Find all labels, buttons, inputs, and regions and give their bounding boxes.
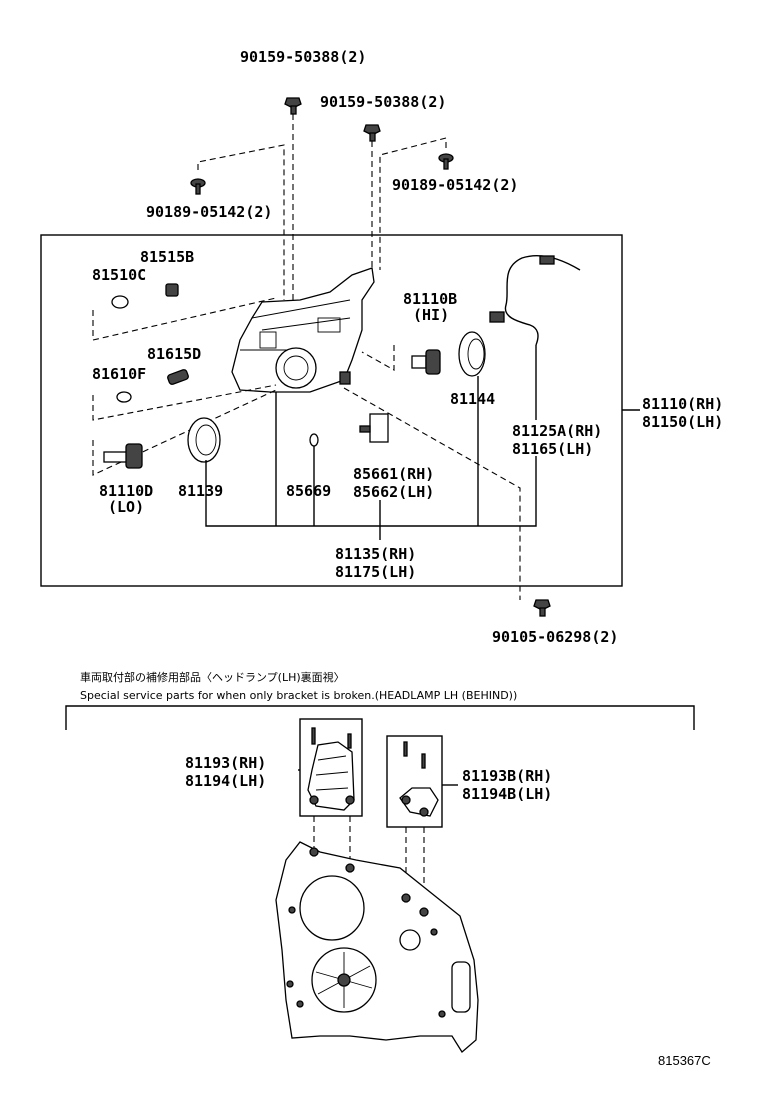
diagram-code: 815367C	[658, 1053, 711, 1068]
bolt-90159-right-icon	[363, 124, 381, 142]
label-bolt-90159-left: 90159-50388(2)	[240, 48, 366, 66]
leader-screw-right	[379, 137, 447, 270]
wire-harness-81125a-icon	[489, 254, 581, 346]
lower-section-bracket	[65, 705, 695, 730]
ring-81139-icon	[187, 417, 221, 463]
part-81515b-icon	[165, 283, 179, 297]
label-85661-rh: 85661(RH)	[353, 465, 434, 483]
part-81615d-icon	[167, 369, 189, 385]
label-81610f: 81610F	[92, 365, 146, 383]
label-81110b-hi: (HI)	[413, 306, 449, 324]
label-81515b: 81515B	[140, 248, 194, 266]
headlamp-housing	[231, 267, 375, 393]
screw-90189-right-icon	[438, 153, 454, 170]
label-81135-rh: 81135(RH)	[335, 545, 416, 563]
guide-hi-bulb	[361, 345, 395, 371]
bulb-81110d-icon	[103, 443, 143, 469]
label-81194b-lh: 81194B(LH)	[462, 785, 552, 803]
part-85661-icon	[359, 413, 389, 443]
guide-upper	[92, 297, 277, 341]
label-81615d: 81615D	[147, 345, 201, 363]
label-81193-rh: 81193(RH)	[185, 754, 266, 772]
label-81110d-lo: (LO)	[108, 498, 144, 516]
label-81510c: 81510C	[92, 266, 146, 284]
label-bolt-90159-right: 90159-50388(2)	[320, 93, 446, 111]
bolt-90105-icon	[533, 599, 551, 617]
label-81165-lh: 81165(LH)	[512, 440, 593, 458]
bolt-90159-left-icon	[284, 97, 302, 115]
part-81510c-icon	[111, 295, 129, 309]
leader-screw-left	[197, 144, 285, 300]
label-81193b-rh: 81193B(RH)	[462, 767, 552, 785]
guide-bolt-c	[343, 387, 521, 600]
label-81175-lh: 81175(LH)	[335, 563, 416, 581]
guide-middle	[92, 384, 277, 421]
label-85669: 85669	[286, 482, 331, 500]
guide-lower	[92, 389, 277, 476]
label-81150-lh: 81150(LH)	[642, 413, 723, 431]
kit-81193-frame	[299, 718, 363, 817]
note-japanese: 車両取付部の補修用部品〈ヘッドランプ(LH)裏面視〉	[80, 670, 345, 684]
bracket-81193b-icon	[399, 741, 439, 817]
label-screw-90189-left: 90189-05142(2)	[146, 203, 272, 221]
label-81194-lh: 81194(LH)	[185, 772, 266, 790]
label-81144: 81144	[450, 390, 495, 408]
headlamp-rear-housing	[275, 841, 479, 1053]
assembly-frame	[40, 234, 623, 587]
label-bolt-90105: 90105-06298(2)	[492, 628, 618, 646]
label-81139: 81139	[178, 482, 223, 500]
label-screw-90189-right: 90189-05142(2)	[392, 176, 518, 194]
screw-90189-left-icon	[190, 178, 206, 195]
label-81110-rh: 81110(RH)	[642, 395, 723, 413]
part-85669-icon	[309, 433, 319, 447]
bulb-81110b-icon	[411, 349, 441, 375]
part-81610f-icon	[116, 391, 132, 403]
label-81125a-rh: 81125A(RH)	[512, 422, 602, 440]
label-81110d: 81110D	[99, 482, 153, 500]
label-85662-lh: 85662(LH)	[353, 483, 434, 501]
ring-81144-icon	[458, 331, 486, 377]
note-english: Special service parts for when only brac…	[80, 689, 517, 702]
bracket-81135	[205, 456, 537, 527]
label-81110b: 81110B	[403, 290, 457, 308]
bracket-81193-icon	[307, 727, 355, 811]
kit-81193b-frame	[386, 735, 443, 828]
